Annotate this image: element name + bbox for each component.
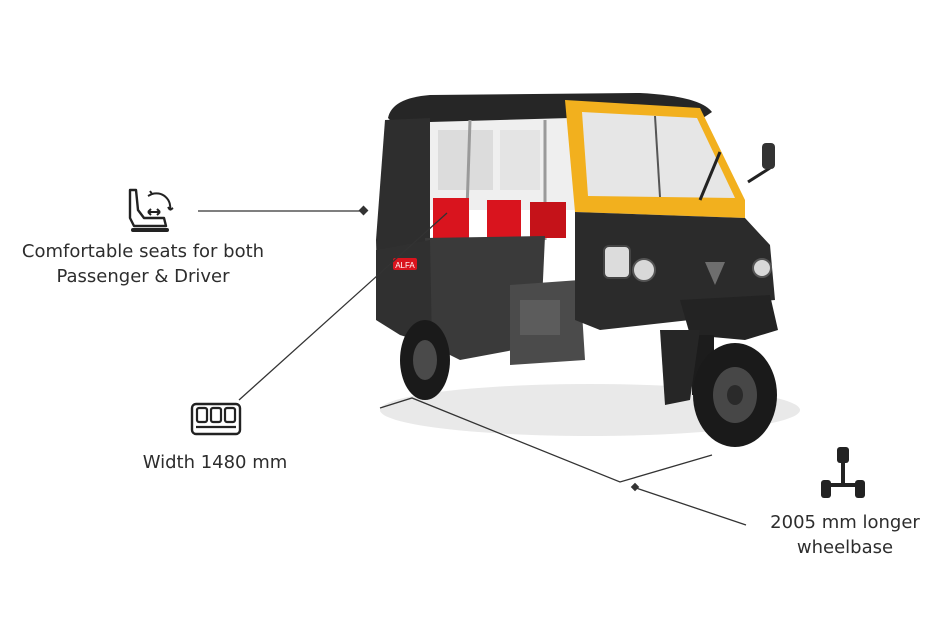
width-leader-line — [238, 212, 448, 401]
rear-lower-body — [376, 240, 432, 345]
indicator-left — [632, 258, 656, 282]
front-wheel-axle — [727, 385, 743, 405]
red-seat-back — [487, 200, 521, 238]
seat-adjust-icon — [128, 188, 174, 232]
seats-feature-label: Comfortable seats for both Passenger & D… — [10, 239, 276, 289]
red-seat-back — [433, 198, 469, 238]
wheelbase-feature-line2: wheelbase — [796, 537, 894, 558]
wheelbase-dimension-line — [379, 397, 713, 483]
front-mudguard — [680, 295, 778, 340]
mirror-stalk — [747, 166, 771, 184]
windshield-divider — [654, 115, 661, 198]
badge-plate — [393, 258, 417, 270]
badge-text: ALFA — [395, 261, 415, 270]
seats-feature-line1: Comfortable seats for both — [21, 241, 265, 262]
seat-row-icon — [190, 402, 242, 436]
indicator-right — [752, 258, 772, 278]
headlight-left — [603, 245, 631, 279]
windshield — [582, 112, 735, 198]
wiper — [698, 151, 722, 201]
axle-wheelbase-icon — [821, 447, 865, 498]
width-feature-label: Width 1480 mm — [142, 452, 288, 473]
red-seat-back — [530, 202, 566, 238]
wheelbase-feature-label: 2005 mm longer wheelbase — [745, 510, 930, 560]
rear-wheel-hub — [413, 340, 437, 380]
wheelbase-feature-line1: 2005 mm longer — [770, 512, 920, 533]
seats-leader-marker — [358, 205, 369, 216]
side-window — [500, 130, 540, 190]
engine-cover — [520, 300, 560, 335]
rear-window — [438, 130, 493, 190]
seats-feature-line2: Passenger & Driver — [56, 266, 230, 287]
wheelbase-leader-marker — [630, 482, 640, 492]
brand-logo-icon — [705, 262, 725, 285]
side-mirror — [762, 143, 775, 169]
wheelbase-leader-line — [635, 487, 747, 526]
front-fork — [660, 330, 700, 405]
